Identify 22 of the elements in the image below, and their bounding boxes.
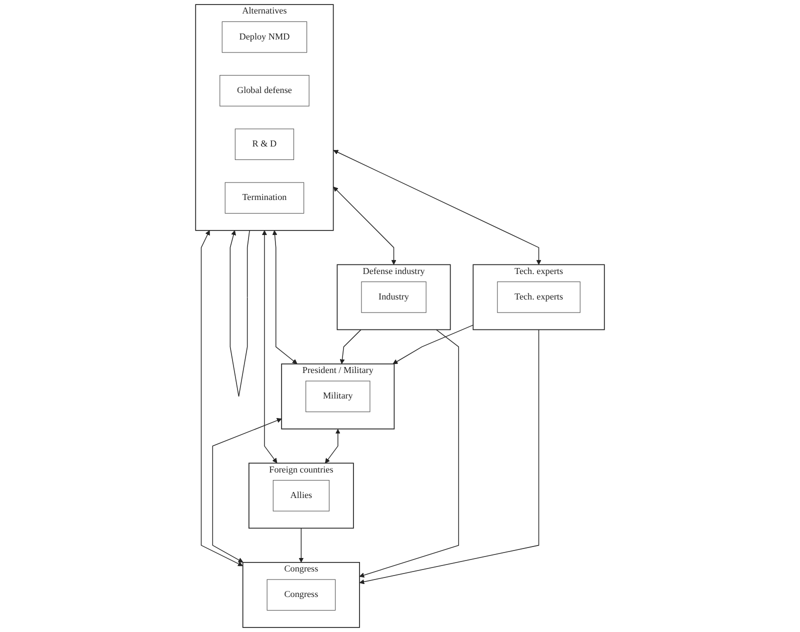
arrow bbox=[212, 418, 282, 563]
node-box: Military bbox=[306, 380, 370, 412]
node-box: Industry bbox=[361, 281, 426, 313]
node-box: Termination bbox=[224, 182, 304, 214]
node-box: Global defense bbox=[220, 75, 310, 106]
arrow bbox=[262, 230, 278, 464]
arrow bbox=[359, 329, 459, 578]
node-box: R & D bbox=[234, 128, 294, 160]
arrow bbox=[340, 329, 362, 364]
arrow bbox=[298, 528, 304, 563]
arrow bbox=[200, 230, 243, 566]
arrow bbox=[359, 329, 540, 584]
arrow bbox=[230, 230, 250, 397]
arrow bbox=[333, 150, 542, 265]
node-box: Tech. experts bbox=[497, 281, 580, 313]
arrow bbox=[325, 428, 340, 464]
arrow bbox=[333, 186, 396, 265]
arrow bbox=[272, 230, 298, 364]
arrow bbox=[392, 324, 474, 364]
node-box: Deploy NMD bbox=[222, 21, 308, 53]
node-box: Congress bbox=[266, 579, 336, 611]
node-box: Allies bbox=[272, 480, 330, 512]
